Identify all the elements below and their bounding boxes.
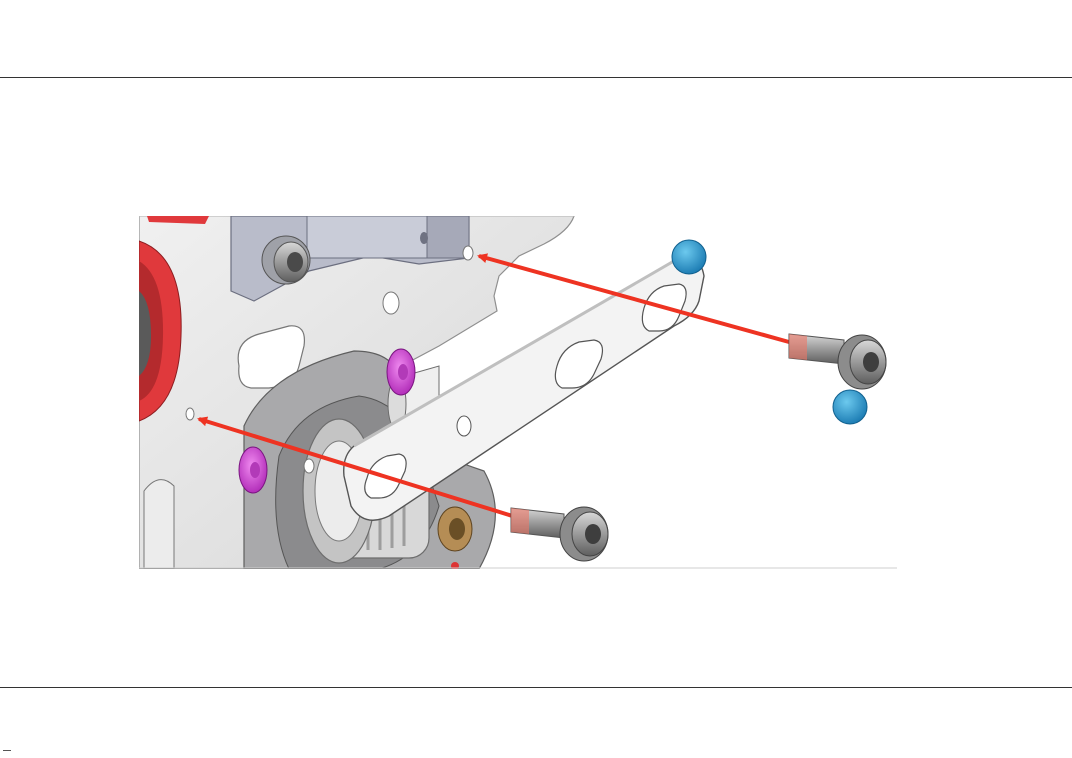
bottom-rule: [0, 687, 1072, 688]
fastener-upper: [789, 334, 886, 389]
top-rule: [0, 77, 1072, 78]
callout-markers: [672, 240, 867, 424]
socket-head-bolt: [262, 236, 310, 284]
corner-mark: [3, 750, 11, 751]
assembly-drawing: [139, 216, 897, 569]
fastener-lower: [511, 507, 608, 561]
assembly-illustration: [139, 216, 897, 569]
